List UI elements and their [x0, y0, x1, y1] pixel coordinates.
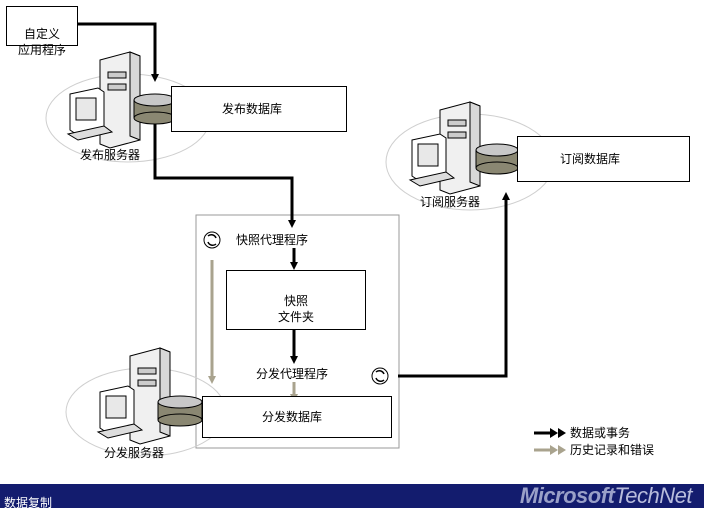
legend-history-arrow-icon — [534, 445, 566, 455]
subscriber-db-box — [517, 136, 690, 182]
legend-history-label: 历史记录和错误 — [570, 443, 655, 457]
snapshot-folder-label: 快照 文件夹 — [277, 294, 314, 324]
subscriber-db-cylinder-icon — [475, 143, 519, 175]
publisher-db-cylinder-icon — [133, 93, 177, 125]
footer-bar: 数据复制 MicrosoftTechNet — [0, 484, 704, 508]
footer-text: 数据复制 — [4, 496, 53, 508]
snapshot-agent-refresh-icon — [203, 231, 221, 249]
subscriber-db-label: 订阅数据库 — [560, 152, 621, 166]
distributor-server-label: 分发服务器 — [104, 446, 165, 460]
technet-logo: MicrosoftTechNet — [519, 483, 693, 508]
distribution-db-label: 分发数据库 — [262, 410, 323, 424]
subscriber-server-label: 订阅服务器 — [420, 195, 481, 209]
distribution-db-cylinder-icon — [157, 395, 203, 427]
history-flow-arrows — [208, 260, 298, 402]
legend-data-label: 数据或事务 — [570, 426, 631, 440]
publisher-db-box — [171, 86, 347, 132]
distribution-agent-label: 分发代理程序 — [256, 367, 329, 381]
data-flow-arrows — [78, 22, 510, 378]
custom-app-box: 自定义 应用程序 — [6, 6, 78, 57]
distributor-server-icon — [96, 347, 171, 445]
distribution-agent-refresh-icon — [371, 367, 389, 385]
publisher-db-label: 发布数据库 — [222, 102, 283, 116]
snapshot-folder-box: 快照 文件夹 — [226, 270, 366, 330]
legend-data-arrow-icon — [534, 428, 566, 438]
custom-app-label: 自定义 应用程序 — [17, 27, 66, 57]
brand-technet: TechNet — [614, 483, 692, 508]
snapshot-agent-label: 快照代理程序 — [236, 233, 309, 247]
publisher-server-label: 发布服务器 — [80, 148, 141, 162]
subscriber-server-icon — [408, 101, 481, 195]
publisher-server-icon — [66, 51, 141, 149]
brand-microsoft: Microsoft — [519, 483, 615, 508]
distribution-db-box — [202, 396, 392, 438]
